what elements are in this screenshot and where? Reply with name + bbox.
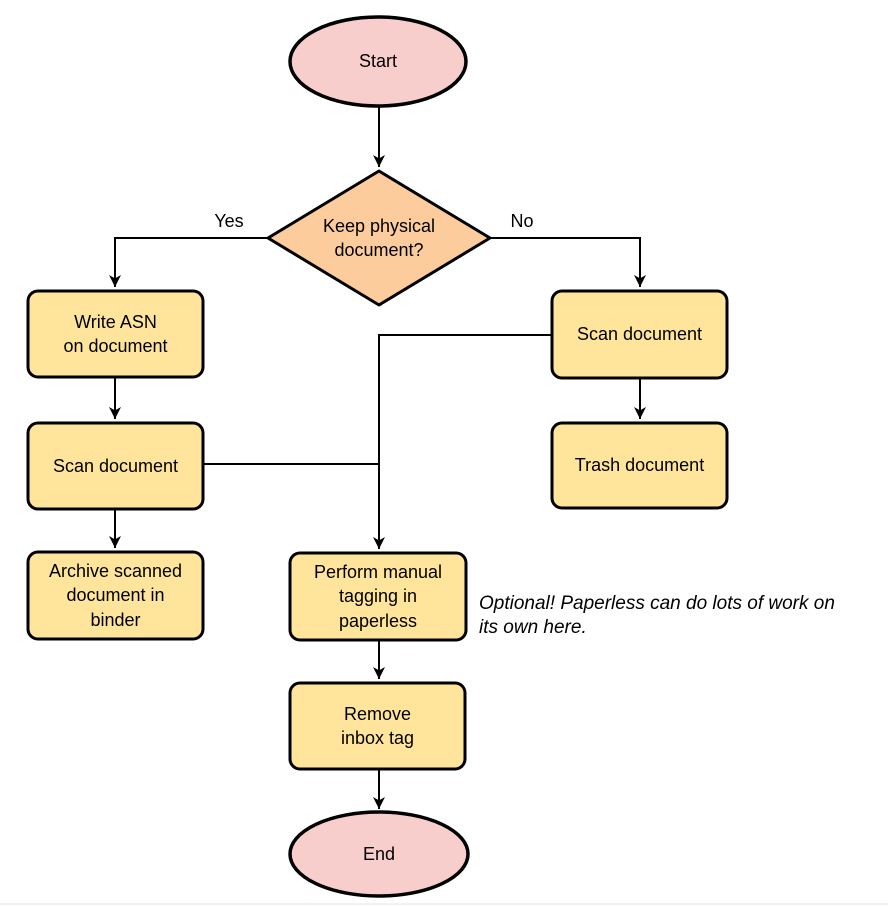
remove-inbox-process-shape (288, 681, 467, 771)
edge-label-yes: Yes (214, 211, 244, 231)
edge-decision-no-to-scan-right (490, 237, 646, 287)
edge-scan-right-to-tagging (373, 334, 552, 549)
edge-group (109, 106, 646, 809)
edge-label-no: No (510, 211, 534, 231)
optional-annotation: Optional! Paperless can do lots of work … (479, 593, 835, 638)
tagging-process-shape (288, 551, 468, 642)
end-terminator-shape (288, 810, 470, 898)
archive-process-shape (26, 550, 205, 641)
decision-diamond-shape (266, 169, 492, 307)
write-asn-process-shape (26, 289, 205, 379)
start-terminator-shape (288, 15, 468, 108)
scan-right-process-shape (550, 289, 729, 380)
trash-process-shape (550, 421, 729, 510)
edge-decision-yes-to-write-asn (109, 237, 268, 287)
window-bottom-edge (0, 903, 888, 905)
scan-left-process-shape (26, 421, 205, 511)
